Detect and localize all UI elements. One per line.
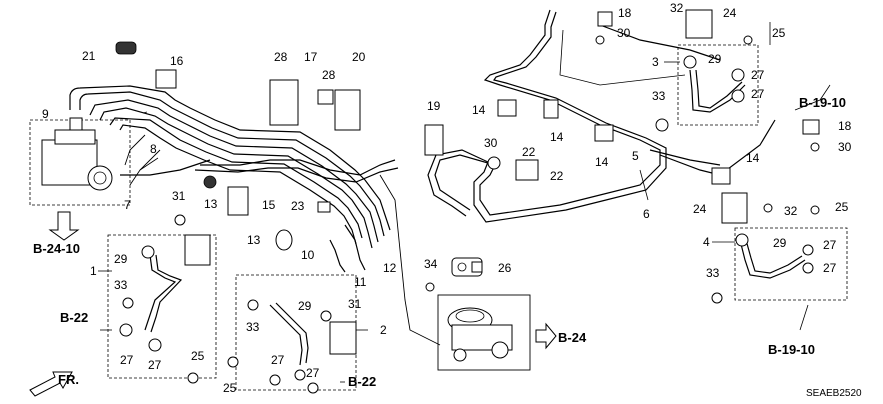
callout-21: 21 (82, 49, 96, 63)
ref-b-24: B-24 (558, 330, 587, 345)
callout-22-a: 22 (522, 145, 536, 159)
callout-23: 23 (291, 199, 305, 213)
reference-labels: B-24-10 B-22 B-22 B-24 B-19-10 B-19-10 F… (33, 95, 862, 399)
callout-29-c: 29 (114, 252, 128, 266)
callout-18-b: 18 (838, 119, 852, 133)
callout-5: 5 (632, 149, 639, 163)
callout-27-g: 27 (271, 353, 285, 367)
callout-24-a: 24 (723, 6, 737, 20)
callout-13-a: 13 (204, 197, 218, 211)
callout-18-a: 18 (618, 6, 632, 20)
callout-14-d: 14 (746, 151, 760, 165)
callout-34: 34 (424, 257, 438, 271)
ref-b-24-10: B-24-10 (33, 241, 80, 256)
proportioning-valve (451, 257, 483, 277)
callout-6: 6 (643, 207, 650, 221)
callout-33-c: 33 (114, 278, 128, 292)
callout-labels: 1 2 3 4 5 6 7 8 9 10 11 12 13 13 14 14 1… (42, 1, 852, 395)
brake-pipe-bundle (69, 85, 441, 346)
callout-4: 4 (703, 235, 710, 249)
diagram-code: SEAEB2520 (806, 388, 862, 399)
callout-31-b: 31 (348, 297, 362, 311)
callout-14-a: 14 (472, 103, 486, 117)
ref-b-19-10-upper: B-19-10 (799, 95, 846, 110)
front-direction-label: FR. (58, 372, 79, 387)
callout-25-b: 25 (835, 200, 849, 214)
callout-16: 16 (170, 54, 184, 68)
callout-24-b: 24 (693, 202, 707, 216)
callout-28-b: 28 (322, 68, 336, 82)
callout-20: 20 (352, 50, 366, 64)
callout-26: 26 (498, 261, 512, 275)
callout-9: 9 (42, 107, 49, 121)
callout-29-d: 29 (298, 299, 312, 313)
callout-33-d: 33 (246, 320, 260, 334)
callout-27-c: 27 (823, 238, 837, 252)
callout-29-a: 29 (708, 52, 722, 66)
ref-b-19-10-lower: B-19-10 (768, 342, 815, 357)
callout-7: 7 (124, 198, 131, 212)
callout-11: 11 (354, 275, 367, 289)
callout-28-a: 28 (274, 50, 288, 64)
right-rear-hose-assembly (677, 9, 759, 126)
callout-30-c: 30 (484, 136, 498, 150)
callout-29-b: 29 (773, 236, 787, 250)
callout-8: 8 (150, 142, 157, 156)
ref-b-22-center: B-22 (348, 374, 376, 389)
callout-27-e: 27 (120, 353, 134, 367)
abs-modulator-unit (29, 117, 131, 206)
callout-30-a: 30 (617, 26, 631, 40)
callout-27-f: 27 (148, 358, 162, 372)
callout-14-b: 14 (550, 130, 564, 144)
master-cylinder (437, 294, 531, 371)
callout-3: 3 (652, 55, 659, 69)
callout-27-a: 27 (751, 68, 765, 82)
callout-25-a: 25 (772, 26, 786, 40)
callout-25-d: 25 (223, 381, 237, 395)
callout-30-b: 30 (838, 140, 852, 154)
callout-31-a: 31 (172, 189, 186, 203)
callout-22-b: 22 (550, 169, 564, 183)
callout-17: 17 (304, 50, 318, 64)
callout-33-b: 33 (706, 266, 720, 280)
callout-12: 12 (383, 261, 397, 275)
callout-32-b: 32 (784, 204, 798, 218)
ref-b-22-left: B-22 (60, 310, 88, 325)
callout-15: 15 (262, 198, 276, 212)
callout-14-c: 14 (595, 155, 609, 169)
callout-10: 10 (301, 248, 315, 262)
callout-19: 19 (427, 99, 441, 113)
left-rear-hose-assembly (107, 234, 217, 379)
callout-13-b: 13 (247, 233, 261, 247)
reference-arrows (29, 211, 557, 397)
leader-lines (98, 22, 831, 331)
callout-33-a: 33 (652, 89, 666, 103)
callout-2: 2 (380, 323, 387, 337)
callout-1: 1 (90, 264, 97, 278)
callout-25-c: 25 (191, 349, 205, 363)
callout-27-b: 27 (751, 87, 765, 101)
right-front-hose-assembly (721, 192, 848, 301)
callout-27-d: 27 (823, 261, 837, 275)
callout-32-a: 32 (670, 1, 684, 15)
left-front-hose-assembly (235, 274, 357, 394)
callout-27-h: 27 (306, 366, 320, 380)
clamps-and-fittings (115, 11, 820, 384)
